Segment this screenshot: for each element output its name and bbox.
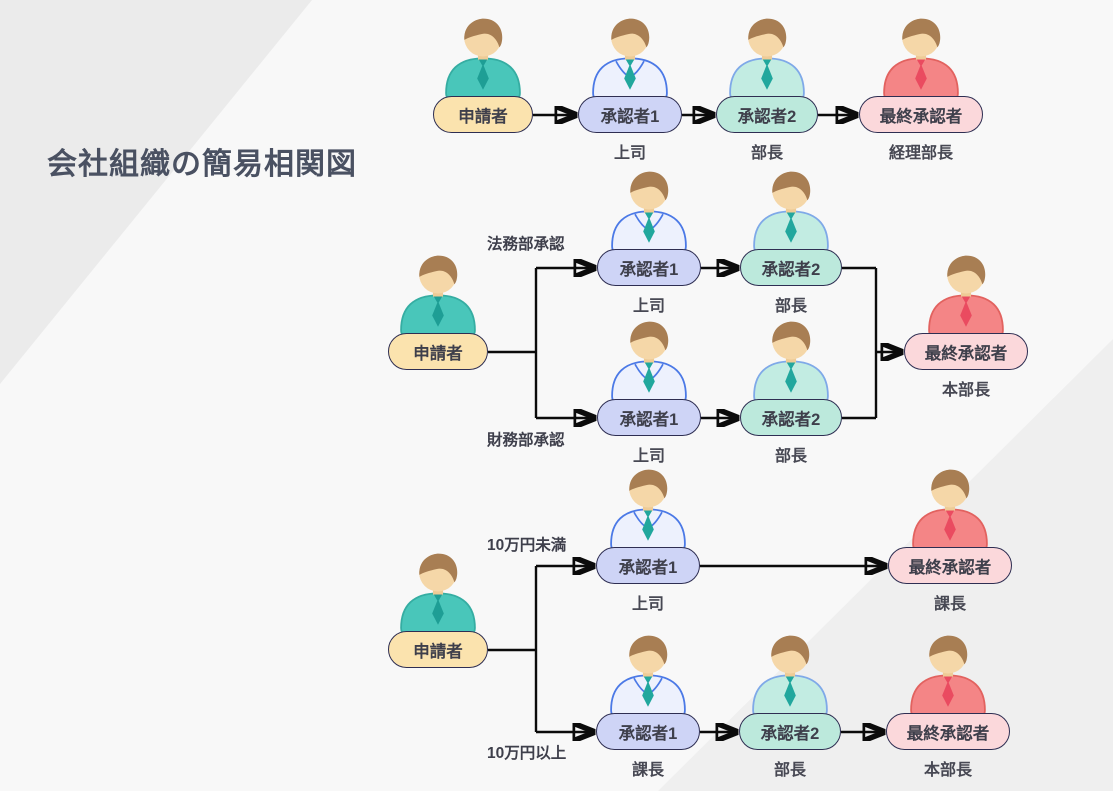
pill-approver1: 承認者1 [578, 96, 682, 133]
person-red-shirt-icon [929, 255, 1003, 339]
pill-approver1: 承認者1 [596, 547, 700, 584]
node-flow1-applicant: 申請者 [408, 17, 558, 157]
person-white-shirt-icon [612, 171, 686, 255]
node-flow3-applicant: 申請者 [363, 552, 513, 692]
person-white-shirt-icon [611, 635, 685, 719]
pill-applicant: 申請者 [388, 631, 488, 668]
pill-applicant: 申請者 [388, 333, 488, 370]
role-label: 本部長 [941, 382, 990, 399]
pill-final-approver: 最終承認者 [886, 713, 1010, 750]
person-white-shirt-icon [612, 321, 686, 405]
branch-label-legal-approval: 法務部承認 [487, 236, 565, 253]
role-label: 上司 [613, 145, 646, 162]
node-flow2-legal-approver2: 承認者2 部長 [716, 170, 866, 316]
pill-applicant: 申請者 [433, 96, 533, 133]
role-label: 部長 [750, 145, 783, 162]
person-red-shirt-icon [884, 18, 958, 102]
branch-label-under-100k: 10万円未満 [487, 537, 567, 554]
pill-approver1: 承認者1 [596, 713, 700, 750]
pill-approver1: 承認者1 [597, 249, 701, 286]
node-flow1-approver2: 承認者2 部長 [692, 17, 842, 163]
background-triangle-top-left [0, 0, 312, 384]
node-flow2-finance-approver2: 承認者2 部長 [716, 320, 866, 466]
node-flow2-finance-approver1: 承認者1 上司 [574, 320, 724, 466]
person-mint-shirt-icon [730, 18, 804, 102]
role-label: 上司 [631, 596, 664, 613]
person-teal-shirt-icon [446, 18, 520, 102]
role-label: 部長 [774, 448, 807, 465]
person-white-shirt-icon [611, 469, 685, 553]
role-label: 部長 [773, 762, 806, 779]
node-flow1-final-approver: 最終承認者 経理部長 [846, 17, 996, 163]
role-label: 部長 [774, 298, 807, 315]
person-teal-shirt-icon [401, 255, 475, 339]
pill-approver1: 承認者1 [597, 399, 701, 436]
person-mint-shirt-icon [753, 635, 827, 719]
node-flow3-over100k-final-approver: 最終承認者 本部長 [873, 634, 1023, 780]
branch-label-over-100k: 10万円以上 [487, 745, 567, 762]
role-label: 上司 [632, 298, 665, 315]
node-flow2-legal-approver1: 承認者1 上司 [574, 170, 724, 316]
person-mint-shirt-icon [754, 171, 828, 255]
node-flow1-approver1: 承認者1 上司 [555, 17, 705, 163]
pill-approver2: 承認者2 [716, 96, 818, 133]
role-label: 課長 [631, 762, 664, 779]
role-label: 課長 [933, 596, 966, 613]
role-label: 経理部長 [888, 145, 953, 162]
pill-approver2: 承認者2 [740, 399, 842, 436]
node-flow2-applicant: 申請者 [363, 254, 513, 394]
page-title: 会社組織の簡易相関図 [47, 148, 357, 181]
pill-approver2: 承認者2 [740, 249, 842, 286]
pill-final-approver: 最終承認者 [904, 333, 1028, 370]
person-red-shirt-icon [913, 469, 987, 553]
node-flow3-under100k-final-approver: 最終承認者 課長 [875, 468, 1025, 614]
node-flow2-final-approver: 最終承認者 本部長 [891, 254, 1041, 400]
person-teal-shirt-icon [401, 553, 475, 637]
pill-final-approver: 最終承認者 [888, 547, 1012, 584]
node-flow3-under100k-approver1: 承認者1 上司 [573, 468, 723, 614]
pill-final-approver: 最終承認者 [859, 96, 983, 133]
role-label: 上司 [632, 448, 665, 465]
person-white-shirt-icon [593, 18, 667, 102]
role-label: 本部長 [923, 762, 972, 779]
node-flow3-over100k-approver2: 承認者2 部長 [715, 634, 865, 780]
person-mint-shirt-icon [754, 321, 828, 405]
pill-approver2: 承認者2 [739, 713, 841, 750]
branch-label-finance-approval: 財務部承認 [487, 432, 565, 449]
person-red-shirt-icon [911, 635, 985, 719]
node-flow3-over100k-approver1: 承認者1 課長 [573, 634, 723, 780]
